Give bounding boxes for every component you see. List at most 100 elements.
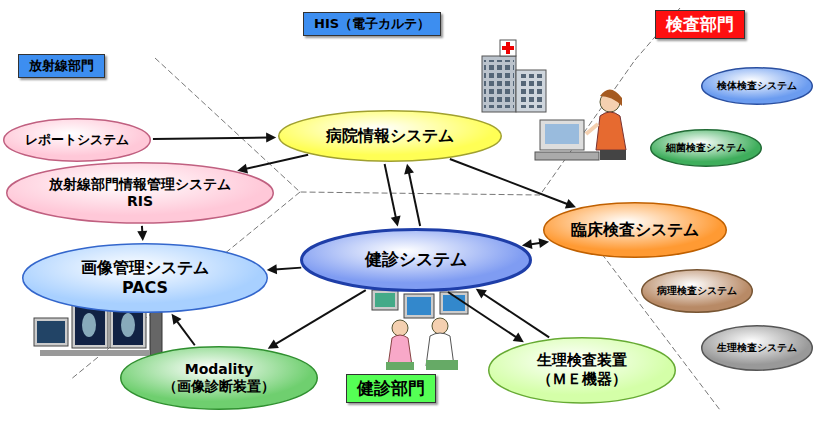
arrowhead <box>539 238 550 248</box>
connector-line <box>448 292 517 338</box>
drawing-rect <box>502 46 514 50</box>
ellipse-shape <box>642 270 753 313</box>
system-ellipse: 病理検査システム <box>641 269 753 313</box>
connector-line <box>385 164 396 219</box>
node-text: 生理検査装置 （ＭＥ機器） <box>522 351 642 389</box>
node-text: 検体検査システム <box>717 80 797 93</box>
drawing-path <box>596 112 626 150</box>
ellipse-shape <box>651 130 762 167</box>
arrowhead <box>476 289 487 299</box>
drawing-circle <box>392 320 408 336</box>
connector-line <box>176 320 194 345</box>
node-text: 検査部門 <box>666 14 734 35</box>
system-ellipse: 検体検査システム <box>701 67 813 105</box>
connector <box>172 314 195 345</box>
connector-line <box>275 290 366 345</box>
connector <box>448 292 524 342</box>
system-ellipse: 生理検査装置 （ＭＥ機器） <box>488 337 676 404</box>
ellipse-shape <box>702 68 813 105</box>
drawing-rect <box>516 70 546 112</box>
system-ellipse: 生理検査システム <box>701 325 813 371</box>
node-text: 病院情報システム <box>326 126 454 146</box>
node-text: 健診部門 <box>357 378 425 399</box>
ellipse-shape <box>7 163 274 223</box>
drawing-rect <box>535 152 599 160</box>
drawing-rect <box>484 60 514 108</box>
node-text: レポートシステム <box>25 132 129 148</box>
node-text: 放射線部門情報管理システム RIS <box>40 176 240 211</box>
ellipse-shape <box>302 230 531 291</box>
drawing-path <box>600 89 622 106</box>
arrowhead <box>137 231 147 241</box>
region-label: HIS（電子カルテ） <box>303 12 441 36</box>
arrowhead <box>513 333 524 343</box>
connector <box>385 164 401 227</box>
ellipse-shape <box>489 337 676 402</box>
system-ellipse: レポートシステム <box>3 118 151 162</box>
connector-line <box>153 138 268 139</box>
connector-line <box>450 159 569 205</box>
drawing-rect <box>426 360 458 370</box>
drawing-path <box>388 335 412 366</box>
drawing-rect <box>500 40 516 56</box>
drawing-rect <box>75 307 105 345</box>
drawing-rect <box>407 297 431 315</box>
connector-line <box>482 293 549 337</box>
ellipse-shape <box>544 203 727 258</box>
checkup-scene <box>372 290 468 370</box>
node-text: 細菌検査システム <box>666 142 746 155</box>
arrowhead <box>404 164 414 175</box>
connector-line <box>245 155 308 169</box>
system-ellipse: 病院情報システム <box>278 110 502 162</box>
drawing-rect <box>600 150 626 160</box>
drawing-ellipse <box>82 313 96 337</box>
system-ellipse: Modality （画像診断装置） <box>120 346 318 410</box>
drawing-rect <box>518 74 544 108</box>
drawing-rect <box>372 290 398 310</box>
system-ellipse: 健診システム <box>300 228 532 292</box>
connector <box>268 290 366 349</box>
node-text: 病理検査システム <box>657 285 737 298</box>
connector <box>476 289 549 338</box>
connector <box>137 226 147 241</box>
drawing-rect <box>375 293 395 307</box>
node-text: 臨床検査システム <box>571 220 699 240</box>
drawing-rect <box>404 294 434 318</box>
arrowhead <box>565 199 576 208</box>
drawing-rect <box>540 120 584 150</box>
connector <box>450 159 576 208</box>
drawing-rect <box>386 362 414 370</box>
drawing-rect <box>482 56 516 112</box>
connector-line <box>275 268 301 270</box>
drawing-rect <box>443 295 465 311</box>
system-ellipse: 臨床検査システム <box>543 202 727 258</box>
system-ellipse: 画像管理システム PACS <box>22 243 268 313</box>
drawing-rect <box>37 321 65 343</box>
node-text: 生理検査システム <box>717 342 797 355</box>
drawing-rect <box>150 312 162 356</box>
arrowhead <box>268 339 279 348</box>
ellipse-shape <box>279 111 502 162</box>
connector <box>237 155 308 174</box>
system-ellipse: 細菌検査システム <box>650 129 762 167</box>
drawing-rect <box>40 350 150 356</box>
system-ellipse: 放射線部門情報管理システム RIS <box>6 162 274 224</box>
hospital-building <box>482 40 546 112</box>
ellipse-shape <box>23 244 268 313</box>
region-label: 検査部門 <box>655 10 745 39</box>
arrowhead <box>267 264 277 274</box>
node-text: 放射線部門 <box>29 58 94 74</box>
ellipse-shape <box>4 119 151 162</box>
drawing-rect <box>545 124 579 144</box>
drawing-circle <box>432 318 448 334</box>
connector <box>153 133 276 143</box>
arrowhead <box>172 314 182 325</box>
drawing-ellipse <box>121 313 135 337</box>
ellipse-shape <box>702 326 813 371</box>
staff-at-computer <box>535 89 626 160</box>
node-text: 健診システム <box>365 249 467 270</box>
connector-line <box>409 171 420 226</box>
node-text: Modality （画像診断装置） <box>159 361 279 396</box>
arrowhead <box>266 133 276 143</box>
